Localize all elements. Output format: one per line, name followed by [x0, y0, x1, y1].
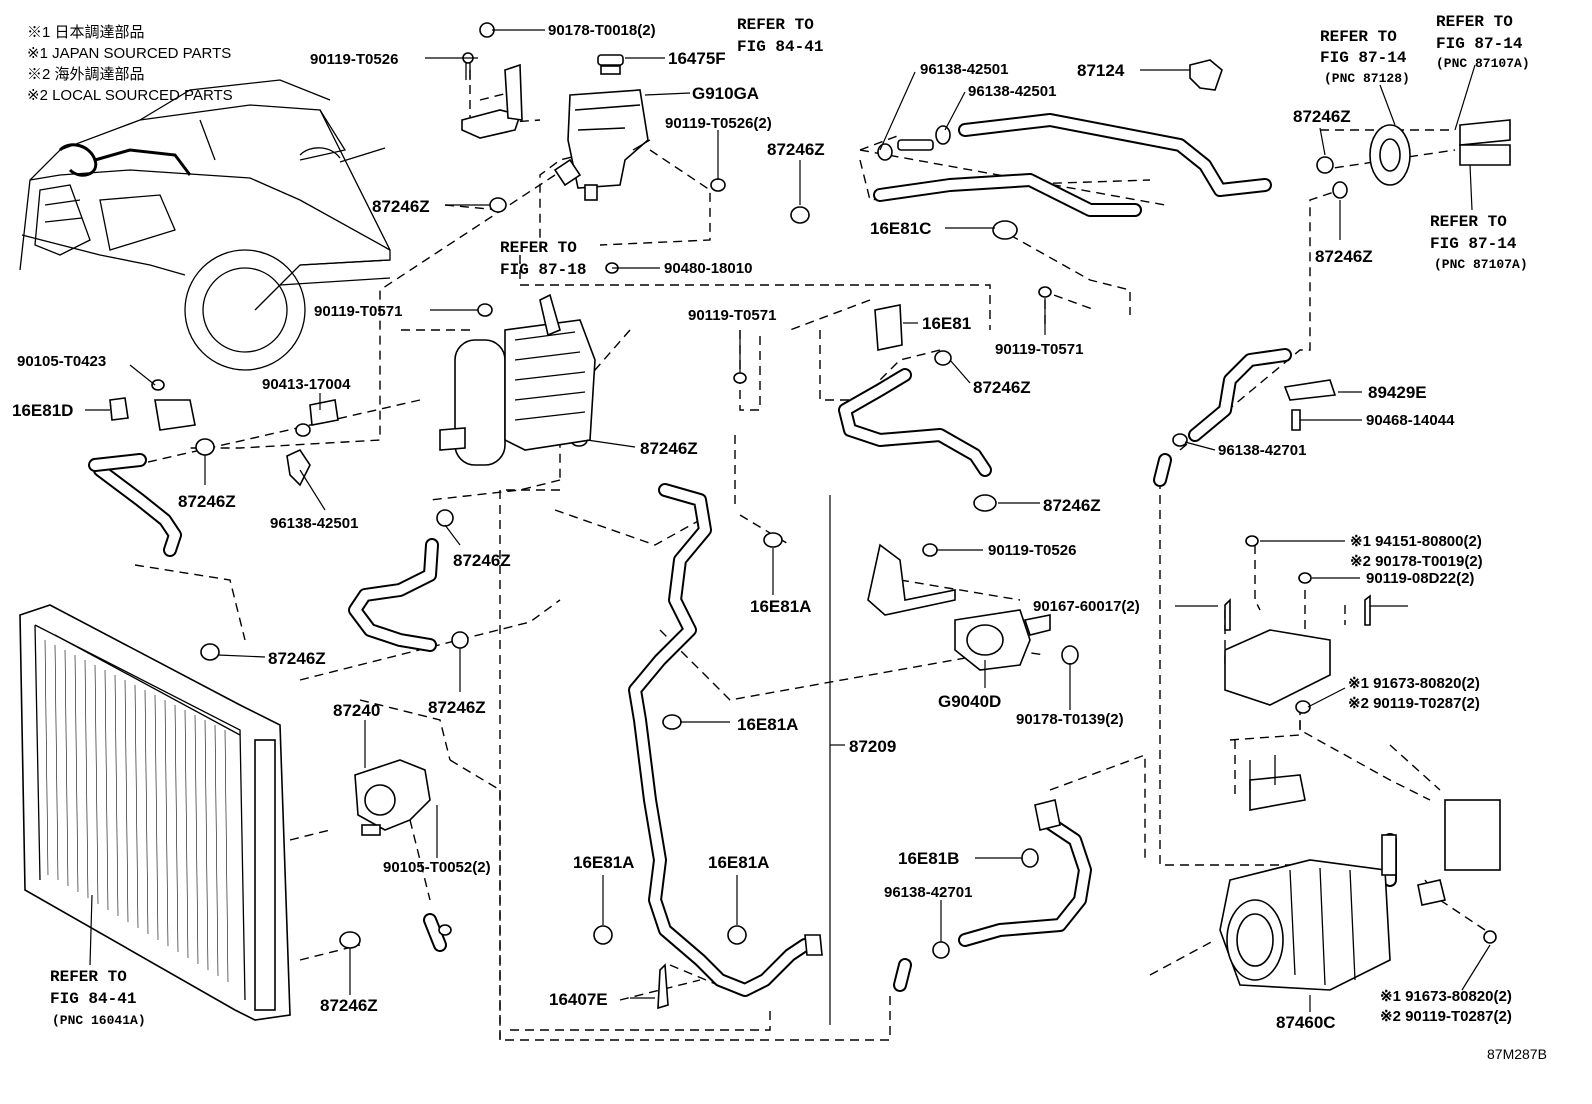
label-16E81D: 16E81D: [12, 401, 73, 420]
label-90178-T0019: ※2 90178-T0019(2): [1350, 553, 1483, 570]
label-89429E: 89429E: [1368, 383, 1427, 402]
label-96138-42501-c: 96138-42501: [270, 515, 358, 532]
label-16475F: 16475F: [668, 49, 726, 68]
label-90119-T0526-top: 90119-T0526: [310, 51, 398, 68]
label-87246Z-k: 87246Z: [428, 698, 486, 717]
radiator: [19, 604, 291, 1021]
ref-fig8441-top-line1: REFER TO: [737, 16, 814, 34]
label-87246Z-c: 87246Z: [1293, 107, 1351, 126]
label-16E81A-a: 16E81A: [750, 597, 811, 616]
ref-fig8441-top-line2: FIG 84-41: [737, 38, 823, 56]
label-91673-80820-a: ※1 91673-80820(2): [1348, 675, 1480, 692]
label-87246Z-f: 87246Z: [178, 492, 236, 511]
ref-fig8718-line2: FIG 87-18: [500, 261, 586, 279]
control-valve: [354, 759, 431, 836]
note-2-jp: ※2 海外調達部品: [27, 66, 145, 83]
ref-fig8714-c-line1: REFER TO: [1430, 213, 1507, 231]
label-87460C: 87460C: [1276, 1013, 1336, 1032]
leader-lines: [85, 29, 1491, 1025]
hose-group: [88, 113, 1397, 997]
label-96138-42701-b: 96138-42701: [884, 884, 972, 901]
ref-fig8441-bottom-line1: REFER TO: [50, 968, 127, 986]
label-16E81C: 16E81C: [870, 219, 931, 238]
label-16E81B: 16E81B: [898, 849, 959, 868]
ref-fig8718-line1: REFER TO: [500, 239, 577, 257]
bracket-upper: [461, 22, 523, 139]
label-90119-08D22: 90119-08D22(2): [1366, 570, 1474, 587]
part-labels: 90178-T0018(2) 16475F G910GA 90119-T0526…: [12, 22, 1512, 1032]
label-90119-T0287-a: ※2 90119-T0287(2): [1348, 695, 1480, 712]
reference-labels: REFER TO FIG 84-41 REFER TO FIG 87-14 (P…: [50, 13, 1530, 1028]
label-87246Z-i: 87246Z: [1043, 496, 1101, 515]
label-91673-80820-b: ※1 91673-80820(2): [1380, 988, 1512, 1005]
ref-fig8714-a-line2: FIG 87-14: [1320, 49, 1407, 67]
label-90480-18010: 90480-18010: [664, 260, 752, 277]
label-90105-T0423: 90105-T0423: [17, 353, 106, 370]
label-87124: 87124: [1077, 61, 1125, 80]
note-1-jp: ※1 日本調達部品: [27, 24, 145, 41]
label-87240: 87240: [333, 701, 380, 720]
label-96138-42501-a: 96138-42501: [920, 61, 1008, 78]
ref-fig8714-b-line1: REFER TO: [1436, 13, 1513, 31]
label-87209: 87209: [849, 737, 896, 756]
label-87246Z-d: 87246Z: [1315, 247, 1373, 266]
legend-notes: ※1 日本調達部品 ※1 JAPAN SOURCED PARTS ※2 海外調達…: [27, 24, 233, 104]
label-90413-17004: 90413-17004: [262, 376, 351, 393]
connectors: [109, 59, 1511, 956]
ref-fig8714-b-line3: (PNC 87107A): [1436, 56, 1530, 71]
label-90105-T0052: 90105-T0052(2): [383, 859, 491, 876]
bracket-right: [1224, 629, 1331, 811]
label-16E81: 16E81: [922, 314, 971, 333]
ref-fig8714-c-line3: (PNC 87107A): [1434, 257, 1528, 272]
label-90167-60017: 90167-60017(2): [1033, 598, 1140, 615]
label-90178-T0018: 90178-T0018(2): [548, 22, 656, 39]
label-16E81A-c: 16E81A: [573, 853, 634, 872]
label-90119-T0526-2: 90119-T0526(2): [665, 115, 772, 132]
label-90178-T0139: 90178-T0139(2): [1016, 711, 1124, 728]
label-90119-T0571-c: 90119-T0571: [995, 341, 1083, 358]
label-90119-T0571-b: 90119-T0571: [688, 307, 776, 324]
label-87246Z-g: 87246Z: [453, 551, 511, 570]
diagram-code: 87M287B: [1487, 1046, 1547, 1062]
ref-fig8714-c-line2: FIG 87-14: [1430, 235, 1517, 253]
ref-fig8714-a-line1: REFER TO: [1320, 28, 1397, 46]
clamps: [151, 125, 1497, 1010]
label-90119-T0287-b: ※2 90119-T0287(2): [1380, 1008, 1512, 1025]
label-16E81A-d: 16E81A: [708, 853, 769, 872]
label-G9040D: G9040D: [938, 692, 1001, 711]
label-87246Z-a: 87246Z: [372, 197, 430, 216]
label-G910GA: G910GA: [692, 84, 759, 103]
label-87246Z-h: 87246Z: [640, 439, 698, 458]
label-16407E: 16407E: [549, 990, 608, 1009]
label-96138-42701-a: 96138-42701: [1218, 442, 1306, 459]
note-1-en: ※1 JAPAN SOURCED PARTS: [27, 45, 231, 62]
label-96138-42501-b: 96138-42501: [968, 83, 1056, 100]
label-87246Z-l: 87246Z: [320, 996, 378, 1015]
heater-unit: [1219, 799, 1501, 991]
label-90119-T0571-a: 90119-T0571: [314, 303, 402, 320]
ref-fig8441-bottom-line2: FIG 84-41: [50, 990, 136, 1008]
label-87246Z-e: 87246Z: [973, 378, 1031, 397]
label-90468-14044: 90468-14044: [1366, 412, 1455, 429]
label-90119-T0526-c: 90119-T0526: [988, 542, 1076, 559]
valve-assembly: [439, 293, 596, 466]
label-87246Z-j: 87246Z: [268, 649, 326, 668]
label-94151-80800: ※1 94151-80800(2): [1350, 533, 1482, 550]
water-pump: [867, 543, 1051, 671]
label-16E81A-b: 16E81A: [737, 715, 798, 734]
vehicle-sketch: [19, 79, 391, 371]
note-2-en: ※2 LOCAL SOURCED PARTS: [27, 87, 233, 104]
label-87246Z-b: 87246Z: [767, 140, 825, 159]
ref-fig8714-b-line2: FIG 87-14: [1436, 35, 1523, 53]
coolant-reservoir: [553, 54, 651, 201]
ref-fig8714-a-line3: (PNC 87128): [1324, 71, 1410, 86]
ref-fig8441-bottom-line3: (PNC 16041A): [52, 1013, 146, 1028]
